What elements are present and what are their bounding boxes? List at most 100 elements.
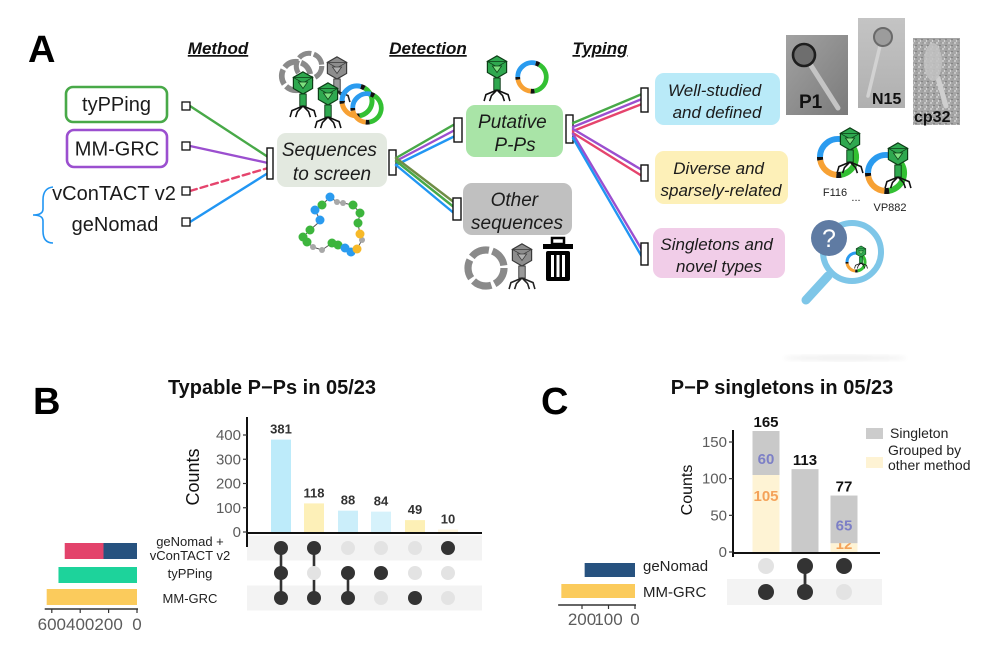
em-phage-head	[873, 27, 893, 47]
putative-node-label: Putative P-Ps	[478, 112, 552, 156]
matrix-dot-inactive	[408, 566, 422, 580]
em-phage-tail	[807, 61, 841, 111]
intersection-bar	[405, 520, 425, 532]
em-label: cp32	[914, 109, 951, 126]
other-sequences-node: Other sequences	[463, 183, 572, 235]
method-label-genomad: geNomad	[72, 214, 159, 236]
y-tick-label: 0	[233, 524, 241, 541]
well-studied-box	[655, 73, 780, 125]
chain-bead	[355, 208, 365, 218]
connector-endpoint	[181, 186, 191, 196]
connector-bracket	[453, 117, 463, 143]
connector-vcontact	[188, 166, 270, 193]
diverse-label: Diverse and sparsely-related	[661, 159, 782, 200]
y-tick-label: 100	[216, 500, 241, 517]
chain-bead	[353, 218, 363, 228]
y-tick-label: 100	[702, 471, 727, 488]
method-label-mm-grc: MM-GRC	[75, 139, 159, 161]
other-node-box	[463, 183, 572, 235]
intersection-bar	[438, 529, 458, 532]
set-label: MM-GRC	[163, 591, 218, 606]
connector-to-putative	[394, 122, 457, 160]
segment-value-label: 105	[753, 488, 778, 505]
upset-plot-c: 05010015010560165113126577geNomadMM-GRC2…	[558, 414, 882, 629]
intersection-bar	[304, 503, 324, 532]
connector-endpoint	[181, 217, 191, 227]
method-label-vcontact: vConTACT v2	[52, 183, 176, 205]
set-size-tick-label: 100	[594, 610, 622, 629]
connector-endpoint	[181, 101, 191, 111]
bar-value-label: 118	[304, 485, 325, 500]
protein-chain-icon	[298, 192, 365, 257]
matrix-dot-inactive	[408, 541, 422, 555]
label-line: to screen	[293, 164, 371, 185]
question-mark-icon: ?	[822, 225, 836, 253]
connector-to-putative	[394, 128, 457, 163]
connector-mm-grc	[188, 144, 270, 165]
example-f116-icon	[820, 127, 864, 175]
panel-b: B Typable P−Ps in 05/23 Counts 010020030…	[33, 377, 482, 634]
chain-bead	[305, 225, 315, 235]
set-size-tick-label: 0	[630, 610, 639, 629]
set-size-bar	[58, 567, 137, 583]
connector-typping	[188, 104, 270, 159]
matrix-dot-active	[341, 566, 355, 580]
y-tick-label: 150	[702, 434, 727, 451]
chain-bead	[315, 215, 325, 225]
connector-to-putative	[394, 134, 457, 167]
chart-title-b: Typable P−Ps in 05/23	[168, 377, 376, 399]
question-circle	[811, 220, 847, 256]
trash-lid	[543, 244, 573, 249]
chain-bead	[302, 237, 312, 247]
matrix-dot-inactive	[307, 566, 321, 580]
matrix-dot-inactive	[441, 591, 455, 605]
panel-c: C P−P singletons in 05/23 Counts 0501001…	[541, 377, 971, 629]
connector-to-well-studied	[571, 102, 644, 133]
group-brace	[32, 186, 54, 244]
set-label: geNomad +vConTACT v2	[150, 534, 230, 563]
connector-to-diverse	[571, 127, 644, 172]
y-tick-label: 400	[216, 427, 241, 444]
matrix-dot-active	[274, 566, 288, 580]
chain-bead	[359, 237, 365, 243]
intersection-bar	[371, 511, 391, 532]
trash-stripe	[556, 255, 560, 277]
connector-to-singletons	[571, 132, 644, 252]
green-phage-icon	[314, 82, 342, 129]
stacked-bar-segment	[752, 431, 780, 475]
method-typping: tyPPing	[64, 85, 169, 124]
label-line: Sequences	[282, 140, 378, 161]
set-label-line: MM-GRC	[163, 591, 218, 606]
plasmid-icon	[518, 63, 547, 91]
em-label: P1	[799, 92, 823, 113]
em-phage-tail	[866, 44, 882, 98]
chain-bead	[334, 199, 340, 205]
typing-well-studied-node: Well-studied and defined	[655, 73, 780, 125]
label-line: novel types	[676, 257, 762, 276]
set-size-bar	[46, 589, 137, 605]
matrix-dot-active	[797, 558, 813, 574]
stacked-bar-segment	[791, 469, 819, 552]
legend-c: Singleton Grouped by other method	[866, 425, 971, 473]
method-box-mm-grc	[65, 128, 169, 169]
matrix-dot-active	[758, 584, 774, 600]
set-size-tick-label: 200	[568, 610, 596, 629]
set-size-tick-label: 200	[94, 615, 122, 634]
header-detection: Detection	[389, 39, 466, 58]
set-size-bar	[561, 584, 635, 598]
method-label-typping: tyPPing	[82, 94, 151, 116]
set-label: tyPPing	[168, 566, 213, 581]
label-line: Well-studied	[668, 81, 762, 100]
method-mm-grc: MM-GRC	[65, 128, 169, 169]
connector-bracket	[640, 242, 649, 266]
label-line: Diverse and	[673, 159, 764, 178]
em-phage-head	[791, 42, 817, 68]
matrix-dot-active	[797, 584, 813, 600]
set-size-tick-label: 600	[38, 615, 66, 634]
label-line: sparsely-related	[661, 181, 782, 200]
legend-label-grouped: Grouped by other method	[888, 442, 971, 473]
y-axis-label-c: Counts	[679, 465, 696, 516]
putative-node-box	[466, 105, 563, 157]
set-size-tick-label: 0	[132, 615, 141, 634]
